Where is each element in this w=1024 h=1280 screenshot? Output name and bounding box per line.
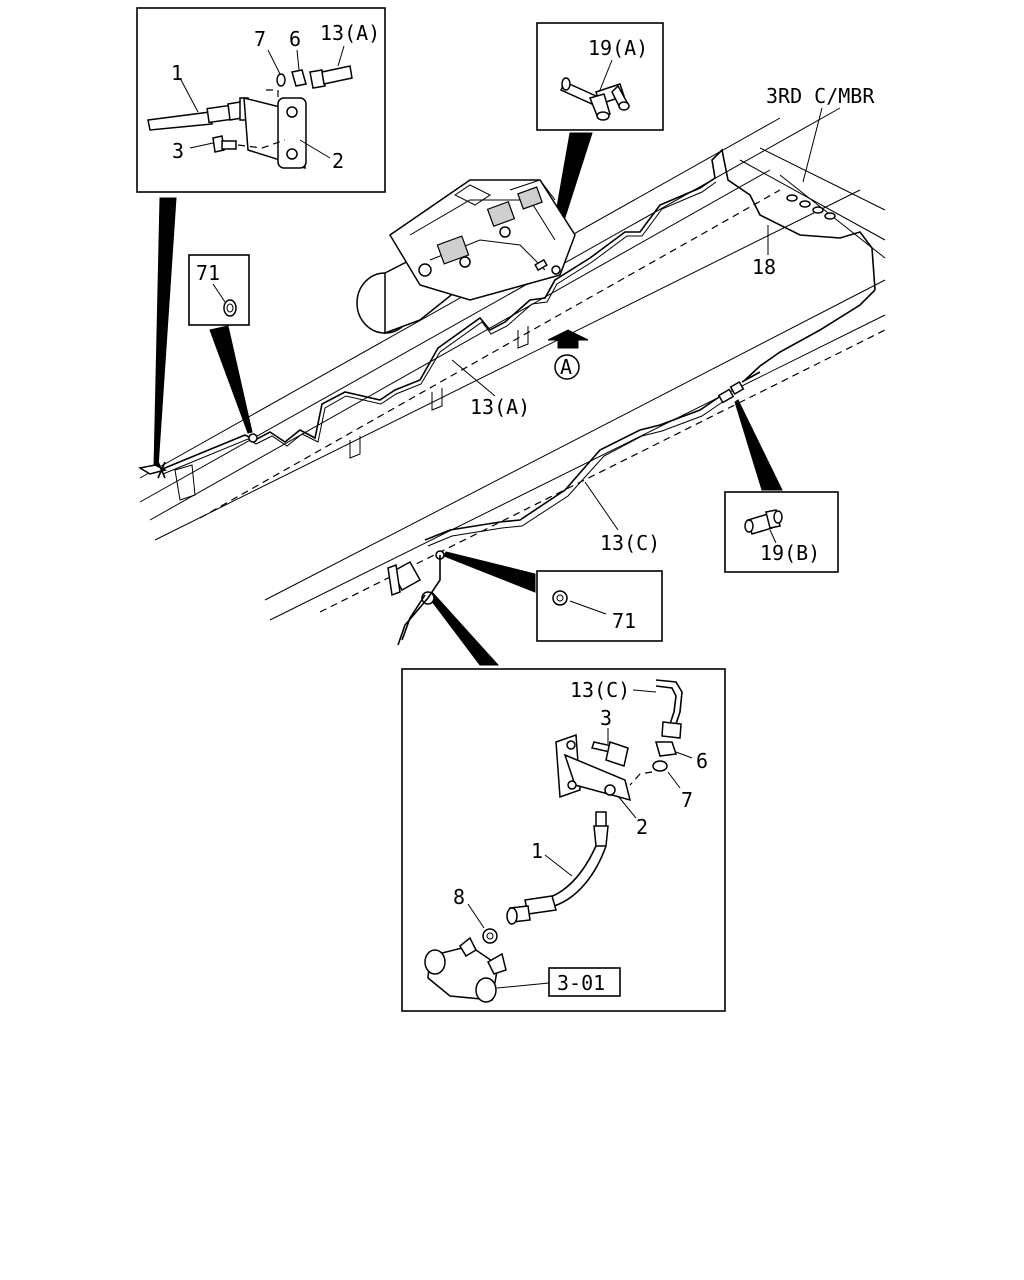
label-18: 18 [752, 255, 776, 279]
inset-71-top: 71 [188, 254, 250, 326]
label-13a-pipe: 13(A) [470, 395, 530, 419]
inset-b-label-7: 7 [681, 788, 693, 812]
inset-bottom: 13(C) 3 6 7 2 1 8 3-01 [401, 668, 726, 1012]
inset-tl-label-1: 1 [171, 61, 183, 85]
inset-19a-label: 19(A) [588, 36, 648, 60]
view-a-circle [554, 354, 580, 380]
inset-b-label-6: 6 [696, 749, 708, 773]
inset-b-label-8: 8 [453, 885, 465, 909]
callout-wedge-top-left [153, 197, 177, 469]
label-13c-pipe: 13(C) [600, 531, 660, 555]
inset-tl-label-13a: 13(A) [320, 21, 380, 45]
inset-19b-label: 19(B) [760, 541, 820, 565]
inset-71-top-label: 71 [196, 261, 220, 285]
inset-b-label-13c: 13(C) [570, 678, 630, 702]
transmission-unit [356, 179, 576, 335]
inset-b-label-3: 3 [600, 706, 612, 730]
inset-tl-label-6: 6 [289, 27, 301, 51]
label-3rd-cmbr: 3RD C/MBR [766, 84, 875, 108]
view-a-arrow [547, 329, 589, 349]
inset-tl-label-2: 2 [332, 149, 344, 173]
inset-top-left: 1 7 6 13(A) 3 2 [136, 7, 386, 193]
view-a-label: A [560, 355, 572, 379]
inset-tl-label-3: 3 [172, 139, 184, 163]
inset-19b: 19(B) [724, 491, 839, 573]
inset-tl-label-7: 7 [254, 27, 266, 51]
callout-wedge-71-mid [443, 551, 536, 593]
inset-71-mid-label: 71 [612, 609, 636, 633]
inset-19a: 19(A) [536, 22, 664, 131]
callout-wedge-bottom [427, 591, 500, 666]
chassis-frame [139, 107, 886, 621]
pipe-13c [424, 394, 723, 541]
inset-71-mid: 71 [536, 570, 663, 642]
inset-b-label-2: 2 [636, 815, 648, 839]
ref-box-label: 3-01 [557, 971, 605, 995]
callout-wedge-71-top [209, 325, 253, 434]
callout-wedge-19b [734, 399, 783, 491]
ref-box-3-01 [548, 967, 621, 997]
pipe-18 [744, 289, 876, 381]
inset-b-label-1: 1 [531, 839, 543, 863]
pipe-13a [159, 148, 876, 471]
